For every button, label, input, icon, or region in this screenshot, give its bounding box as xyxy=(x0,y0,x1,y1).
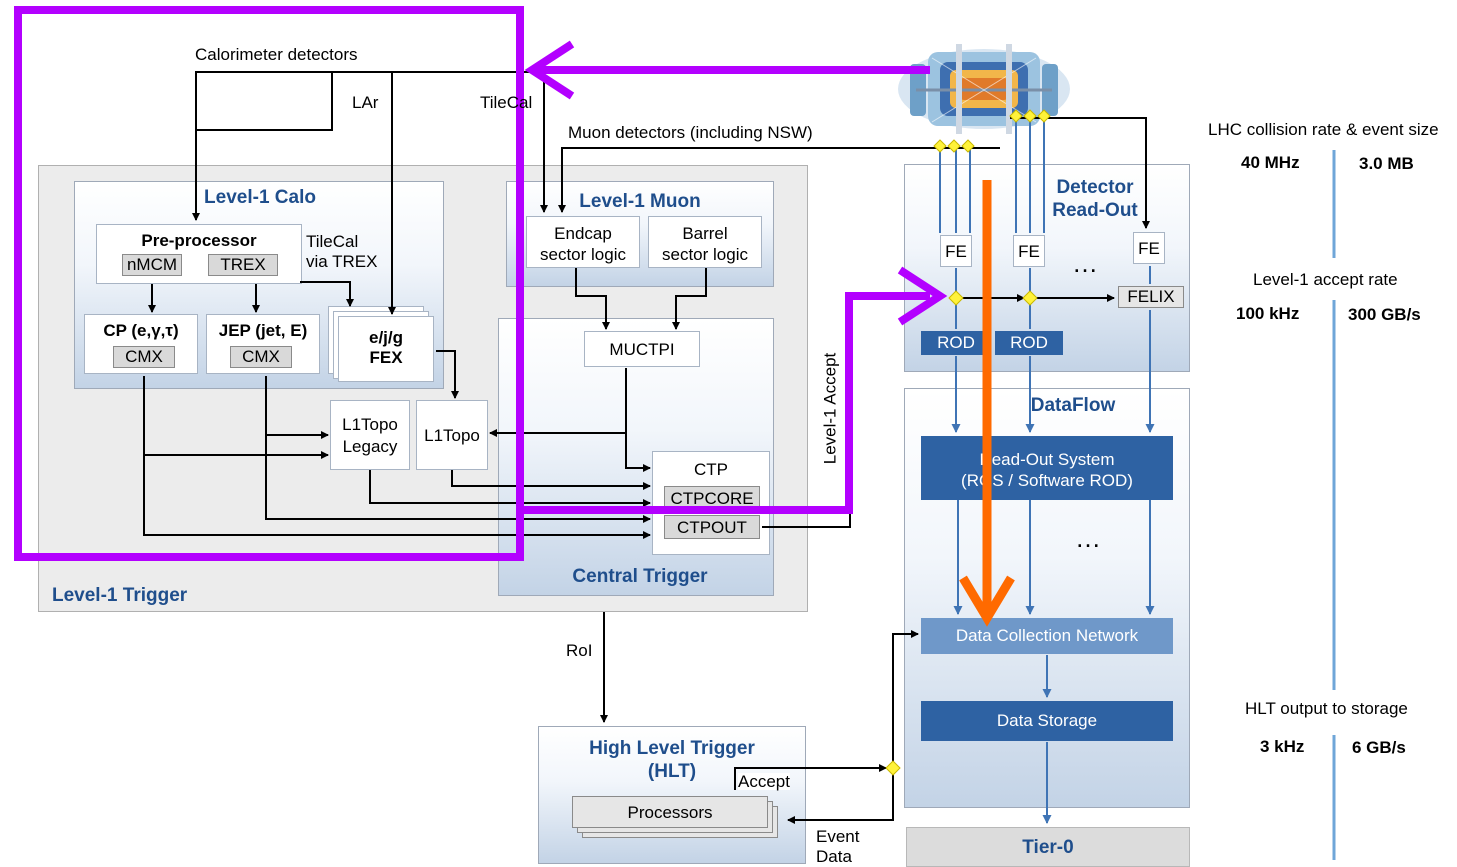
lar-label: LAr xyxy=(352,94,378,111)
lhc-rate-value: 40 MHz xyxy=(1241,154,1300,171)
hlt-accept-label: Accept xyxy=(738,773,790,790)
level1-accept-label: Level-1 Accept xyxy=(822,339,839,479)
hlt-bandwidth-value: 6 GB/s xyxy=(1352,739,1406,756)
tilecal-label: TileCal xyxy=(480,94,532,111)
lhc-size-value: 3.0 MB xyxy=(1359,155,1414,172)
level1-accept-rate-label: Level-1 accept rate xyxy=(1253,271,1398,288)
hlt-rate-value: 3 kHz xyxy=(1260,738,1304,755)
calorimeter-detectors-label: Calorimeter detectors xyxy=(195,46,358,63)
level1-rate-value: 100 kHz xyxy=(1236,305,1299,322)
roi-label: RoI xyxy=(566,642,592,659)
lhc-collision-rate-label: LHC collision rate & event size xyxy=(1208,121,1439,138)
hlt-output-label: HLT output to storage xyxy=(1245,700,1408,717)
muon-detectors-label: Muon detectors (including NSW) xyxy=(568,124,813,141)
level1-bandwidth-value: 300 GB/s xyxy=(1348,306,1421,323)
event-data-label: Event Data xyxy=(816,827,859,867)
